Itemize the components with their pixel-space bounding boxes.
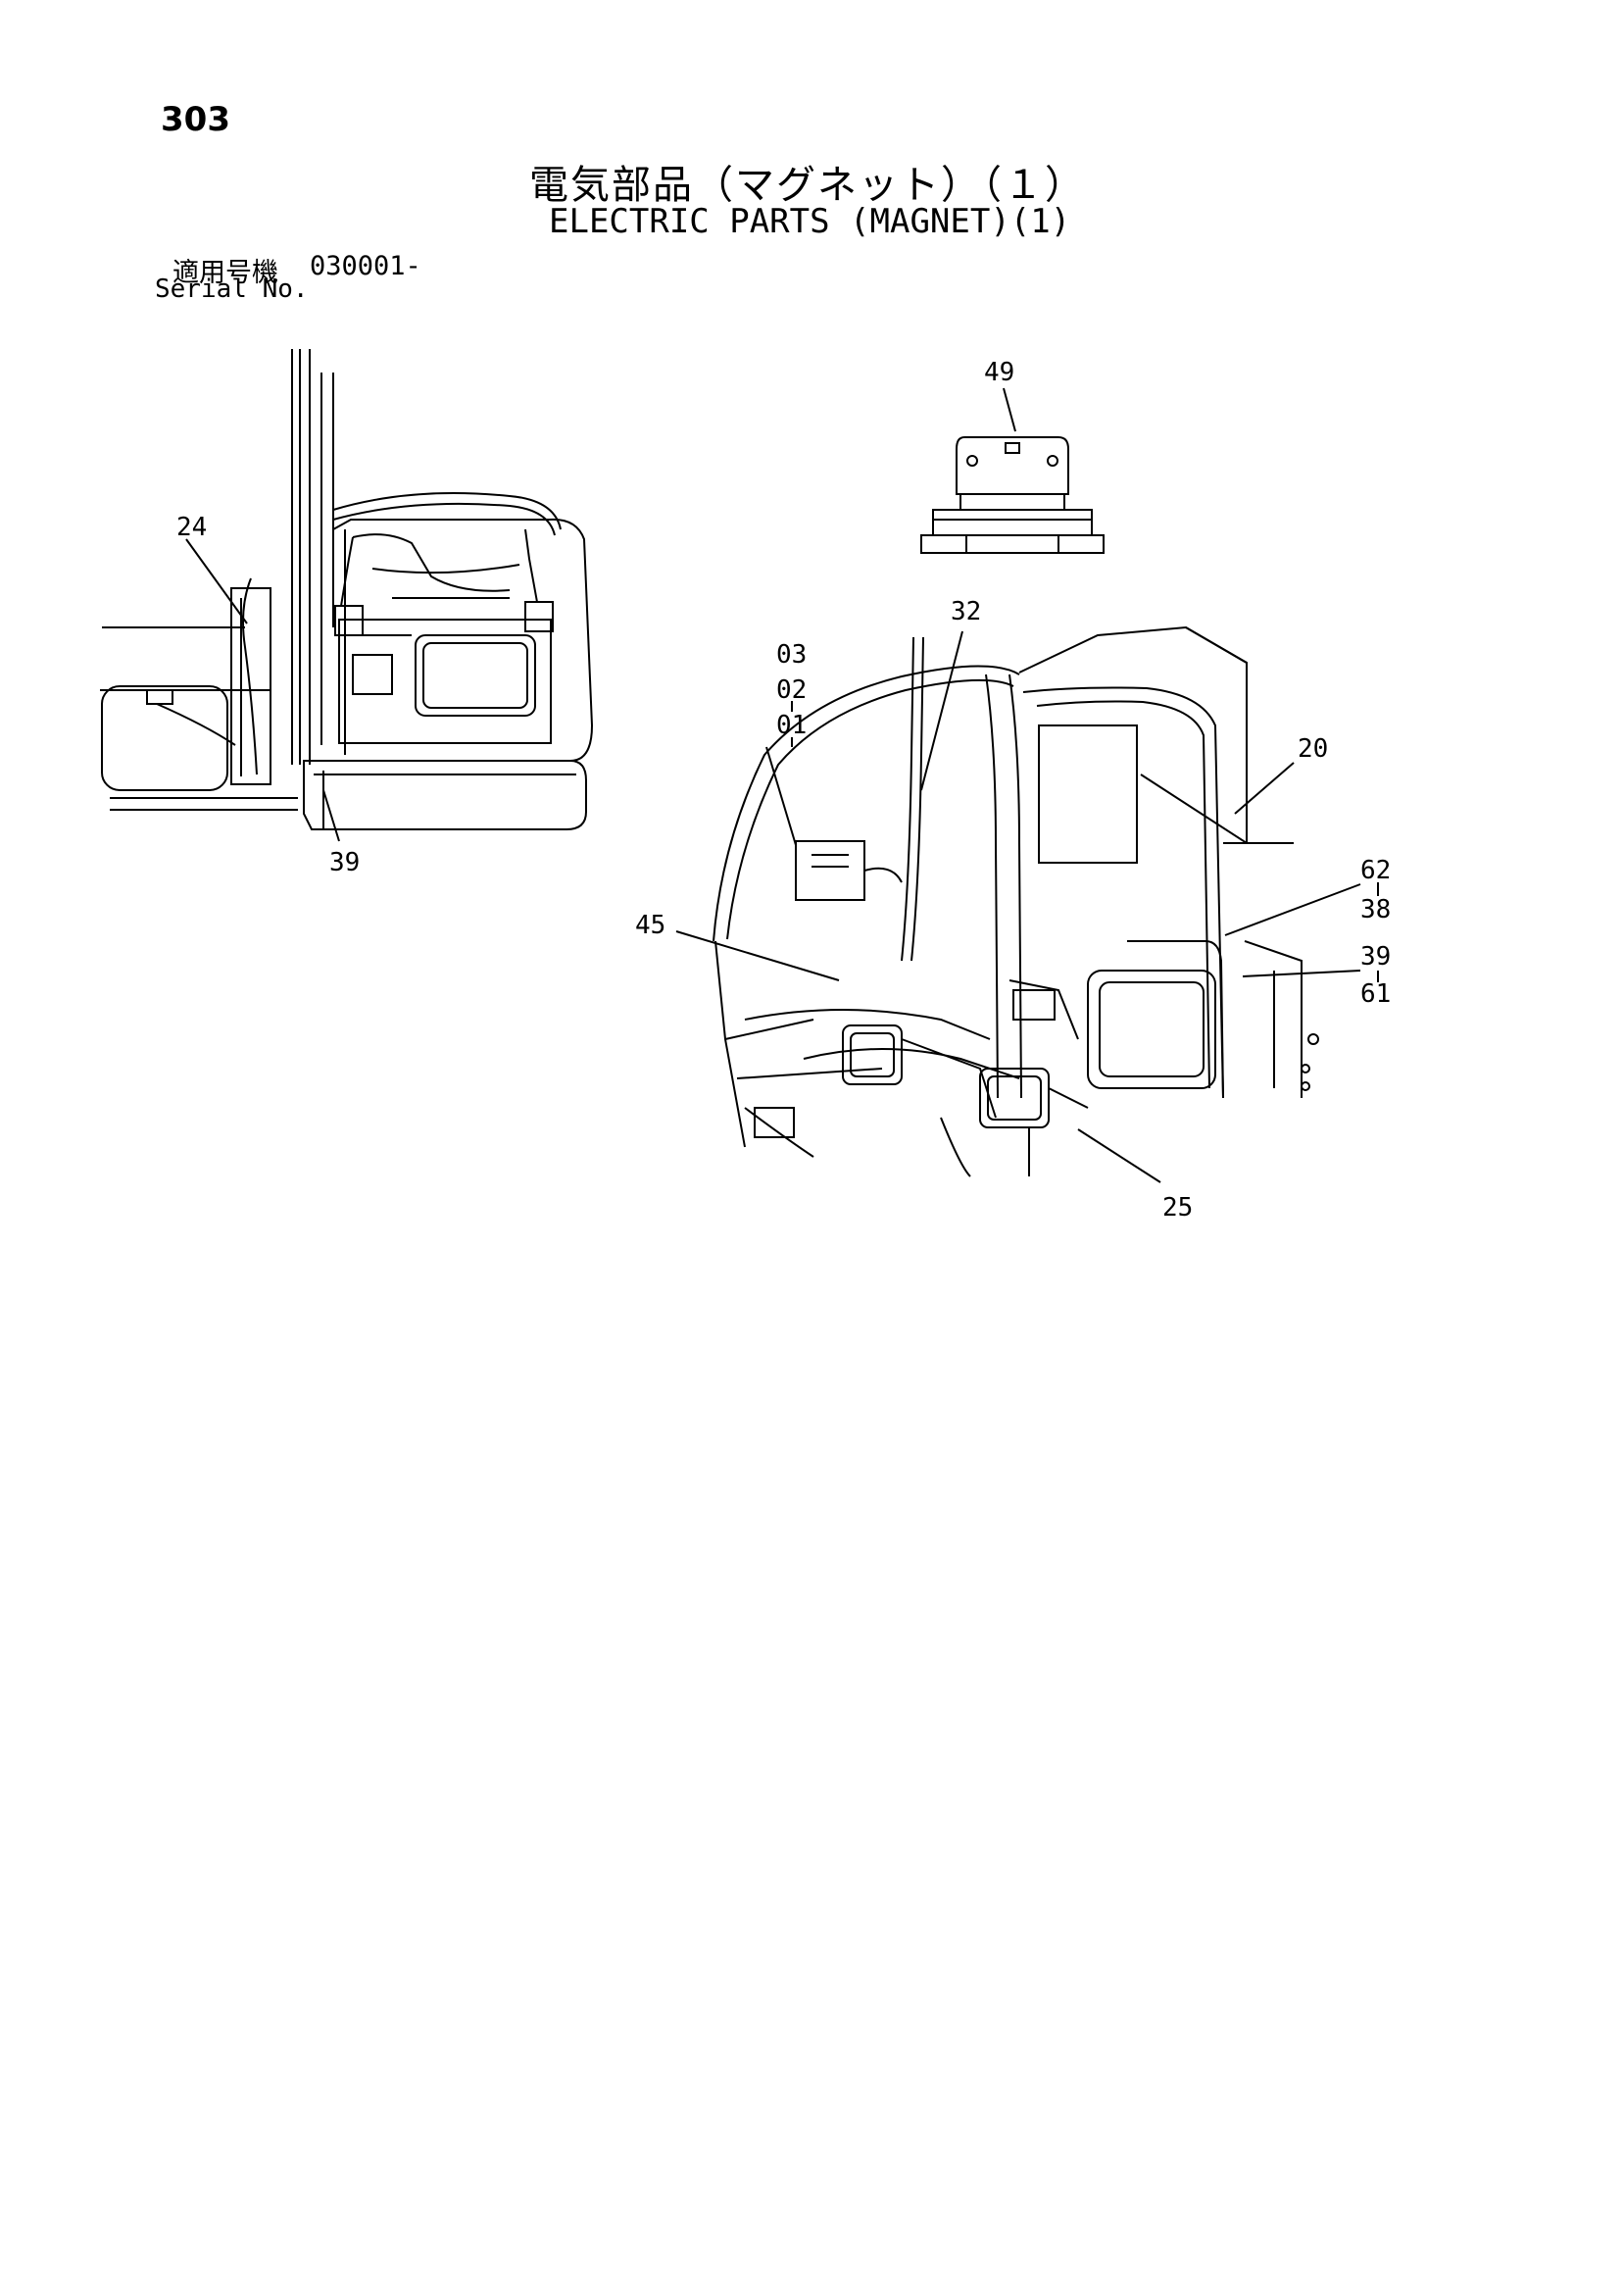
serial-label-japanese: 適用号機	[172, 258, 278, 288]
callout-01: 01	[776, 711, 807, 740]
callout-49: 49	[984, 358, 1014, 387]
callout-39-right: 39	[1360, 942, 1391, 972]
serial-number-value: 030001-	[310, 251, 421, 281]
callout-25: 25	[1162, 1193, 1193, 1223]
callout-32: 32	[951, 597, 981, 626]
leader-lines	[185, 387, 1379, 1183]
callout-62: 62	[1360, 856, 1391, 885]
callout-45: 45	[635, 911, 665, 940]
magnet-part-49	[920, 436, 1105, 554]
callout-61: 61	[1360, 979, 1391, 1009]
callout-20: 20	[1298, 734, 1328, 764]
page-title-japanese: 電気部品（マグネット）（１）	[529, 163, 1086, 208]
serial-label-english: Serial No.	[155, 275, 309, 304]
page-title-english: ELECTRIC PARTS (MAGNET)(1)	[549, 202, 1071, 241]
left-view-battery-compartment	[100, 349, 594, 830]
callout-02: 02	[776, 675, 807, 705]
callout-24: 24	[176, 513, 207, 542]
callout-03: 03	[776, 640, 807, 670]
callout-38: 38	[1360, 895, 1391, 924]
page-number: 303	[161, 100, 230, 139]
callout-39-left: 39	[329, 848, 360, 877]
right-view-cab-interior	[713, 625, 1319, 1177]
